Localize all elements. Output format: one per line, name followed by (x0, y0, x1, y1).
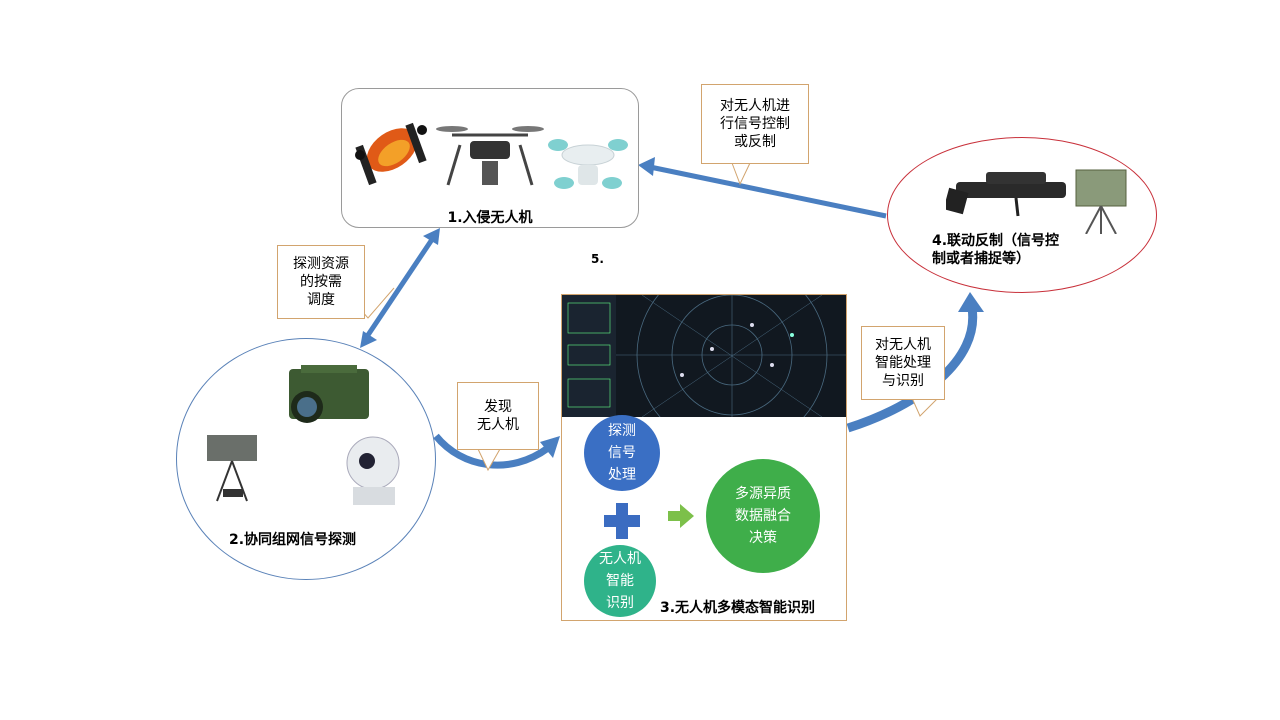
node-counter-label-line: 4.联动反制（信号控 (932, 233, 1060, 249)
plus-icon (604, 503, 640, 539)
callout-schedule: 探测资源 的按需 调度 (277, 245, 365, 319)
jammer-gun-icon (946, 172, 1066, 217)
step-5-label: 5. (591, 252, 604, 266)
node-detect: 2.协同组网信号探测 (176, 338, 436, 580)
callout-control-line: 或反制 (734, 134, 776, 150)
callout-control-line: 对无人机进 (720, 98, 790, 114)
fusion-decision-line: 多源异质 (735, 486, 791, 502)
signal-processing-line: 探测 (608, 423, 636, 439)
callout-schedule-line: 的按需 (300, 274, 342, 290)
radar-panel-icon (207, 435, 257, 502)
fusion-decision-line: 决策 (749, 530, 777, 546)
node-detect-label: 2.协同组网信号探测 (229, 532, 357, 548)
callout-schedule-line: 调度 (307, 292, 335, 308)
callout-process-line: 与识别 (882, 373, 924, 389)
link-counter-intrude (638, 157, 887, 219)
radar-tower-icon (1075, 169, 1127, 234)
node-counter: 4.联动反制（信号控 制或者捕捉等） (887, 137, 1157, 293)
signal-processing-line: 信号 (608, 445, 636, 461)
callout-process: 对无人机 智能处理 与识别 (861, 326, 945, 400)
drone-orange-icon (355, 122, 427, 186)
callout-schedule-line: 探测资源 (293, 256, 349, 272)
counter-equipment-illustration (946, 169, 1127, 234)
node-recognition: 探测 信号 处理 无人机 智能 识别 多源异质 数据融合 决策 3.无人机多模态… (561, 259, 847, 621)
ai-recognition-line: 无人机 (599, 551, 641, 567)
callout-discover-line: 发现 (484, 399, 512, 415)
link-intrude-detect (360, 228, 440, 348)
radar-display-graphic (562, 259, 846, 451)
callout-discover: 发现 无人机 (457, 382, 539, 450)
thermal-camera-icon (289, 365, 369, 423)
node-counter-label: 4.联动反制（信号控 制或者捕捉等） (932, 232, 1059, 268)
ai-recognition-line: 智能 (606, 573, 634, 589)
node-intrude-label: 1.入侵无人机 (447, 210, 533, 226)
callout-tail-discover (477, 448, 501, 472)
callout-process-line: 对无人机 (875, 337, 931, 353)
callout-process-line: 智能处理 (875, 355, 931, 371)
node-counter-label-line: 制或者捕捉等） (932, 251, 1030, 267)
callout-tail-control (731, 162, 751, 186)
fusion-decision-circle: 多源异质 数据融合 决策 (706, 459, 820, 573)
drone-black-icon (436, 126, 544, 186)
node-recognition-label: 3.无人机多模态智能识别 (660, 600, 816, 616)
drone-white-icon (548, 139, 628, 189)
fusion-decision-line: 数据融合 (735, 508, 791, 524)
callout-tail-process (911, 397, 939, 417)
ai-recognition-circle: 无人机 智能 识别 (584, 545, 656, 617)
radar-screen (562, 259, 846, 451)
callout-control-line: 行信号控制 (720, 116, 790, 132)
detect-equipment-illustration (207, 365, 400, 505)
ai-recognition-line: 识别 (606, 595, 634, 611)
signal-processing-line: 处理 (608, 467, 636, 483)
drone-illustrations (355, 122, 628, 189)
node-intrude-drones: 1.入侵无人机 (341, 88, 639, 228)
signal-processing-circle: 探测 信号 处理 (584, 415, 660, 491)
callout-discover-line: 无人机 (477, 417, 519, 433)
ptz-camera-icon (346, 436, 400, 505)
callout-control: 对无人机进 行信号控制 或反制 (701, 84, 809, 164)
arrow-right-icon (668, 504, 694, 528)
